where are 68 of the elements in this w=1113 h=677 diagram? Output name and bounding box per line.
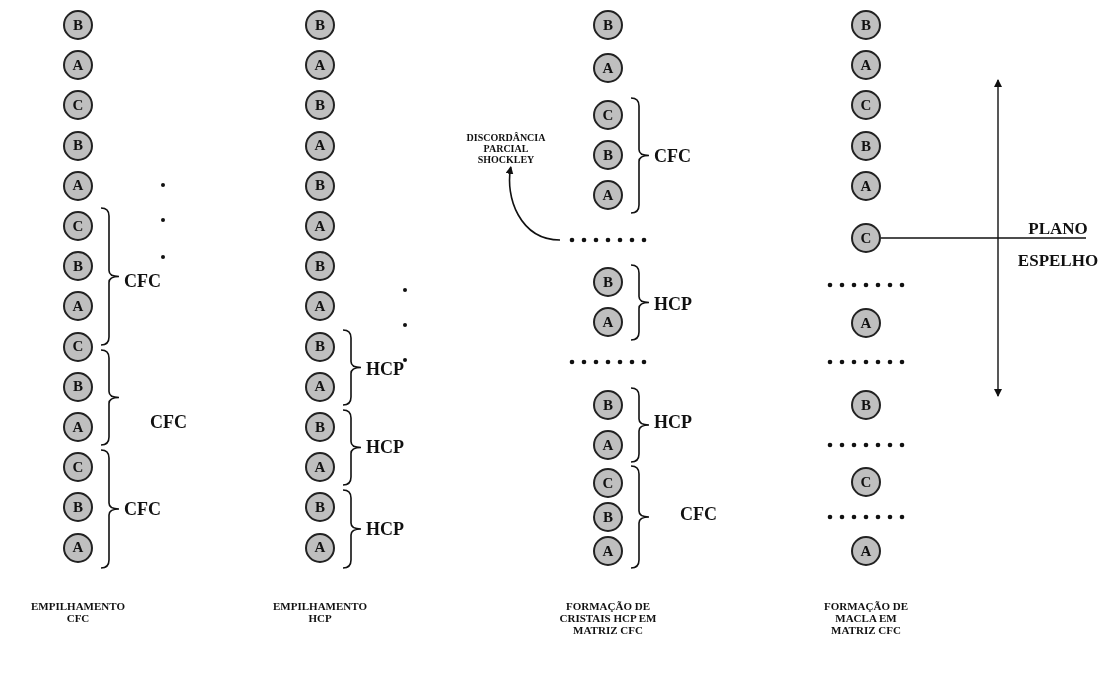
atom-layer-circle: A <box>305 532 335 563</box>
atom-layer-circle: B <box>305 331 335 362</box>
atom-layer-circle: B <box>851 390 881 420</box>
atom-layer-circle: C <box>851 90 881 120</box>
atom-layer-circle: A <box>305 291 335 322</box>
atom-layer-circle: A <box>593 536 623 566</box>
atom-layer-circle: A <box>593 180 623 210</box>
atom-layer-circle: C <box>63 331 93 362</box>
atom-layer-circle: B <box>851 10 881 40</box>
atom-layer-circle: B <box>593 140 623 170</box>
atom-layer-circle: C <box>63 452 93 483</box>
structure-label: HCP <box>366 359 404 380</box>
annotation-text: PLANO ESPELHO <box>1006 213 1110 277</box>
atom-layer-circle: A <box>63 532 93 563</box>
atom-layer-circle: B <box>305 170 335 201</box>
structure-label: HCP <box>366 437 404 458</box>
atom-layer-circle: B <box>593 267 623 297</box>
atom-layer-circle: A <box>593 307 623 337</box>
atom-layer-circle: A <box>593 53 623 83</box>
atom-layer-circle: A <box>63 412 93 442</box>
atom-layer-circle: B <box>305 492 335 523</box>
structure-label: CFC <box>654 146 691 167</box>
atom-layer-circle: B <box>63 492 93 523</box>
structure-label: CFC <box>150 412 187 433</box>
atom-layer-circle: B <box>63 130 93 161</box>
column-caption: EMPILHAMENTO HCP <box>272 600 368 624</box>
column-caption: FORMAÇÃO DE MACLA EM MATRIZ CFC <box>823 600 909 636</box>
arrow <box>505 166 561 241</box>
atom-layer-circle: C <box>63 90 93 121</box>
atom-layer-circle: B <box>63 10 93 40</box>
column-caption: EMPILHAMENTO CFC <box>30 600 126 624</box>
atom-layer-circle: A <box>593 430 623 460</box>
atom-layer-circle: C <box>851 223 881 253</box>
atom-layer-circle: B <box>63 371 93 402</box>
atom-layer-circle: A <box>63 291 93 322</box>
atom-layer-circle: A <box>305 211 335 241</box>
atom-layer-circle: A <box>63 170 93 201</box>
structure-label: HCP <box>654 294 692 315</box>
atom-layer-circle: A <box>851 50 881 80</box>
atom-layer-circle: C <box>63 211 93 241</box>
atom-layer-circle: C <box>593 100 623 130</box>
structure-label: HCP <box>654 412 692 433</box>
atom-layer-circle: B <box>305 10 335 40</box>
structure-label: CFC <box>124 271 161 292</box>
atom-layer-circle: B <box>305 412 335 442</box>
atom-layer-circle: B <box>593 10 623 40</box>
atom-layer-circle: C <box>851 467 881 497</box>
atom-layer-circle: A <box>851 308 881 338</box>
structure-label: CFC <box>680 504 717 525</box>
structure-label: CFC <box>124 499 161 520</box>
atom-layer-circle: C <box>593 468 623 498</box>
atom-layer-circle: A <box>63 50 93 81</box>
atom-layer-circle: A <box>305 130 335 161</box>
atom-layer-circle: B <box>593 502 623 532</box>
atom-layer-circle: A <box>851 171 881 201</box>
atom-layer-circle: B <box>305 90 335 121</box>
atom-layer-circle: A <box>305 50 335 81</box>
mirror-plane-line <box>880 237 1007 239</box>
atom-layer-circle: B <box>305 251 335 282</box>
atom-layer-circle: B <box>851 131 881 161</box>
atom-layer-circle: A <box>305 371 335 402</box>
atom-layer-circle: B <box>63 251 93 282</box>
annotation-text: DISCORDÂNCIA PARCIAL SHOCKLEY <box>458 132 554 165</box>
atom-layer-circle: A <box>305 452 335 483</box>
column-caption: FORMAÇÃO DE CRISTAIS HCP EM MATRIZ CFC <box>558 600 658 636</box>
structure-label: HCP <box>366 519 404 540</box>
atom-layer-circle: A <box>851 536 881 566</box>
atom-layer-circle: B <box>593 390 623 420</box>
